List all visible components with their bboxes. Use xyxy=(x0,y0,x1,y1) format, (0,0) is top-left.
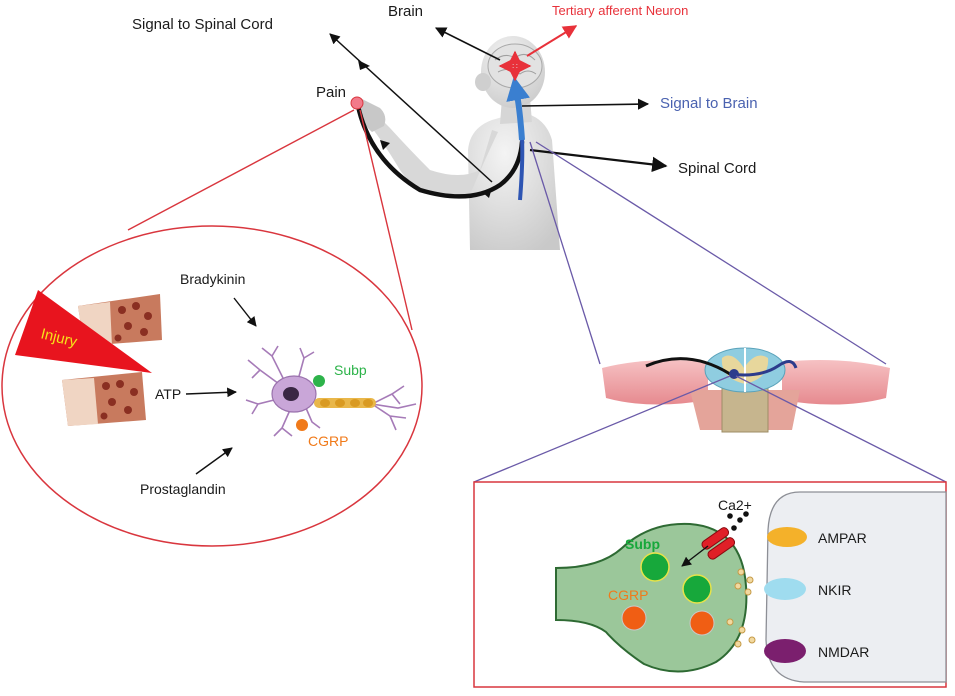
label-brain: Brain xyxy=(388,3,423,20)
injury-wedge xyxy=(15,290,152,373)
path-marker-2 xyxy=(482,188,492,198)
label-tertiary-afferent-neuron: Tertiary afferent Neuron xyxy=(552,3,688,18)
connector-purple-4 xyxy=(735,375,947,483)
cgrp-vesicle-1 xyxy=(621,605,647,631)
cgrp-vesicle-2 xyxy=(689,610,715,636)
connector-purple-1 xyxy=(529,141,601,365)
calcium-influx-arrow xyxy=(681,545,709,567)
postsynaptic-membrane xyxy=(765,491,947,683)
subp-vesicle-2 xyxy=(682,574,712,604)
label-ca: Ca2+ xyxy=(718,497,752,513)
nkir-receptor xyxy=(764,578,806,600)
connector-left xyxy=(127,109,355,231)
label-pain: Pain xyxy=(316,84,346,101)
label-bradykinin: Bradykinin xyxy=(180,271,245,287)
connector-purple-2 xyxy=(535,141,887,365)
released-vesicles xyxy=(726,568,756,648)
label-nmdar: NMDAR xyxy=(818,644,869,660)
label-nkir: NKIR xyxy=(818,582,851,598)
arrow-signal-to-brain xyxy=(521,98,650,110)
label-signal-to-brain: Signal to Brain xyxy=(660,95,758,112)
label-ampar: AMPAR xyxy=(818,530,867,546)
neuron xyxy=(245,345,417,437)
cgrp-dot xyxy=(296,419,308,431)
mid-arrow-head xyxy=(358,60,370,70)
label-prostaglandin: Prostaglandin xyxy=(140,481,226,497)
afferent-path xyxy=(355,103,525,199)
connector-right xyxy=(359,109,413,331)
connector-purple-3 xyxy=(473,375,731,483)
path-marker-1 xyxy=(380,140,390,150)
injury-panel xyxy=(1,225,423,547)
nmdar-receptor xyxy=(764,639,806,663)
ampar-receptor xyxy=(767,527,807,547)
calcium-channel xyxy=(701,527,736,560)
label-subp-synapse: Subp xyxy=(625,536,660,552)
arrow-atp xyxy=(185,387,237,398)
spinal-cross-section xyxy=(602,347,890,433)
pain-point xyxy=(350,96,364,110)
arrow-to-brain xyxy=(434,27,501,61)
tertiary-neuron-marker xyxy=(498,50,532,82)
arrow-signal-to-spinal-cord xyxy=(329,33,493,183)
arrow-to-tertiary xyxy=(526,25,578,57)
subp-dot xyxy=(313,375,325,387)
label-spinal-cord: Spinal Cord xyxy=(678,160,756,177)
label-atp: ATP xyxy=(155,386,181,402)
calcium-ions xyxy=(727,511,749,531)
label-cgrp-synapse: CGRP xyxy=(608,587,648,603)
label-signal-to-spinal-cord: Signal to Spinal Cord xyxy=(132,16,273,33)
label-cgrp-neuron: CGRP xyxy=(308,433,348,449)
arrow-prostaglandin xyxy=(195,447,233,475)
label-subp-neuron: Subp xyxy=(334,362,367,378)
tissue-lower xyxy=(62,372,146,426)
ascending-signal-arrow xyxy=(506,76,530,141)
arrow-bradykinin xyxy=(233,297,257,327)
subp-vesicle-1 xyxy=(640,552,670,582)
